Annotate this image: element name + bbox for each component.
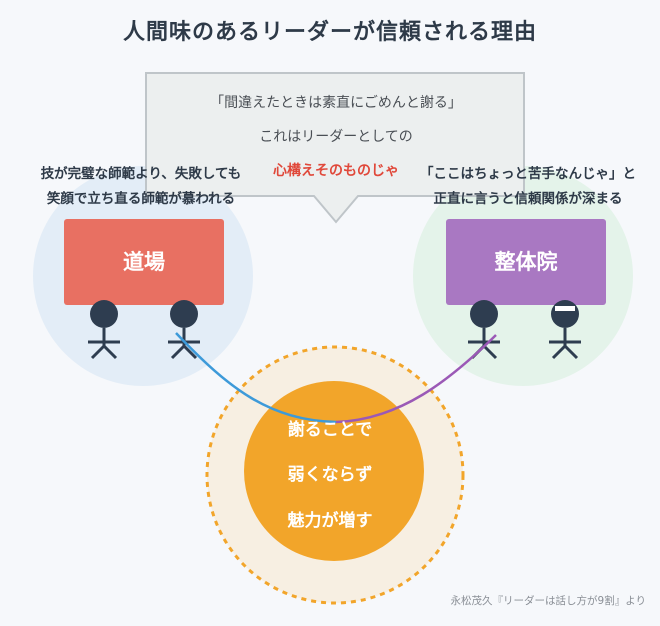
- core-text-line1: 謝ることで: [287, 420, 373, 440]
- page-title: 人間味のあるリーダーが信頼される理由: [122, 20, 537, 45]
- dojo-caption-line2: 笑顔で立ち直る師範が慕われる: [46, 191, 236, 207]
- seitai-label: 整体院: [494, 250, 558, 274]
- dojo-connector-line: [175, 332, 337, 424]
- seitai-caption-line2: 正直に言うと信頼関係が深まる: [433, 191, 623, 207]
- dojo-label: 道場: [123, 250, 165, 274]
- bubble-highlight-text: 心構えそのものじゃ: [273, 163, 399, 179]
- seitai-person-2-icon: [549, 300, 581, 360]
- dojo-person-2-icon: [168, 300, 200, 360]
- seitai-caption-line1: 「ここはちょっと苦手なんじゃ」と: [420, 166, 636, 182]
- bubble-text-line2: これはリーダーとしての: [259, 129, 413, 145]
- bubble-quote: 「間違えたときは素直にごめんと謝る」: [210, 95, 462, 111]
- speech-bubble: [145, 72, 525, 224]
- seitai-connector-line: [335, 334, 497, 424]
- dojo-caption: 技が完璧な師範より、失敗しても 笑顔で立ち直る師範が慕われる: [6, 162, 276, 212]
- seitai-caption: 「ここはちょっと苦手なんじゃ」と 正直に言うと信頼関係が深まる: [400, 162, 656, 212]
- core-text-line3: 魅力が増す: [287, 511, 373, 531]
- seitai-box: [446, 219, 606, 305]
- dojo-person-1-icon: [88, 300, 120, 360]
- dojo-caption-line1: 技が完璧な師範より、失敗しても: [40, 166, 242, 182]
- core-text-line2: 弱くならず: [287, 465, 373, 485]
- source-citation: 永松茂久『リーダーは話し方が9割』より: [450, 595, 646, 607]
- dojo-box: [64, 219, 224, 305]
- core-circle: [244, 381, 424, 561]
